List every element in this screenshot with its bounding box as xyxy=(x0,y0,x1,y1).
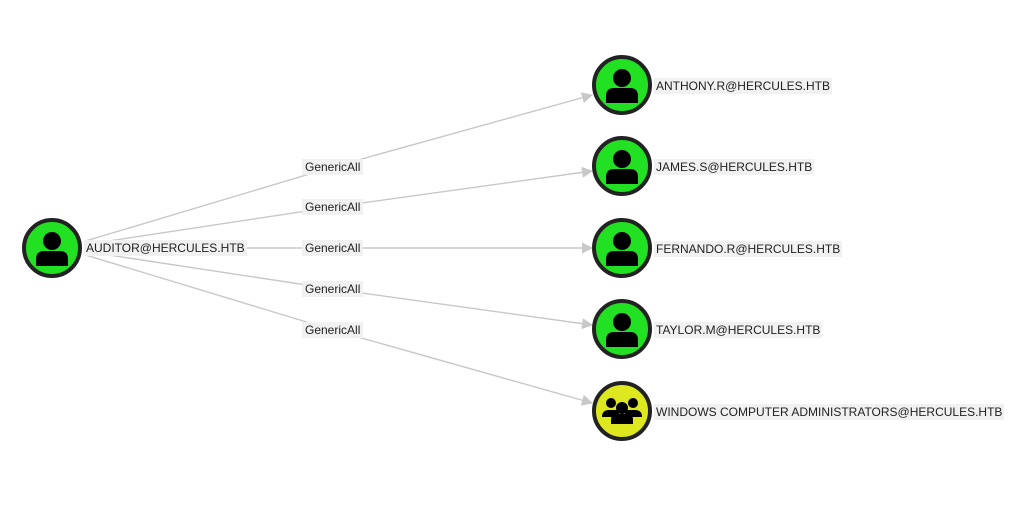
node-label-taylor: TAYLOR.M@HERCULES.HTB xyxy=(654,322,823,338)
edge-wca-b[interactable] xyxy=(332,329,594,406)
node-label-wca: WINDOWS COMPUTER ADMINISTRATORS@HERCULES… xyxy=(654,404,1005,420)
user-icon xyxy=(36,232,68,266)
user-icon xyxy=(606,313,638,347)
user-icon xyxy=(606,232,638,266)
edge-label-fernando: GenericAll xyxy=(302,240,364,256)
edge-james-a[interactable] xyxy=(83,206,334,246)
node-james[interactable] xyxy=(592,136,652,196)
edge-anthony-a[interactable] xyxy=(83,166,334,243)
node-taylor[interactable] xyxy=(592,299,652,359)
edge-label-wca: GenericAll xyxy=(302,322,364,338)
edge-label-anthony: GenericAll xyxy=(302,159,364,175)
edge-wca-a[interactable] xyxy=(83,253,334,331)
node-label-james: JAMES.S@HERCULES.HTB xyxy=(654,159,815,175)
edge-label-taylor: GenericAll xyxy=(302,281,364,297)
node-label-fernando: FERNANDO.R@HERCULES.HTB xyxy=(654,241,843,257)
edge-taylor-a[interactable] xyxy=(83,250,334,290)
edge-taylor-b[interactable] xyxy=(332,288,594,330)
node-label-anthony: ANTHONY.R@HERCULES.HTB xyxy=(654,78,832,94)
edge-james-b[interactable] xyxy=(332,166,594,208)
node-wca[interactable] xyxy=(592,381,652,441)
user-icon xyxy=(606,69,638,103)
node-label-auditor: AUDITOR@HERCULES.HTB xyxy=(84,240,247,256)
node-auditor[interactable] xyxy=(22,218,82,278)
node-fernando[interactable] xyxy=(592,218,652,278)
user-icon xyxy=(606,150,638,184)
edge-anthony-b[interactable] xyxy=(332,92,594,168)
nodes-layer xyxy=(22,55,652,441)
group-icon xyxy=(602,398,642,424)
edge-label-james: GenericAll xyxy=(302,199,364,215)
node-anthony[interactable] xyxy=(592,55,652,115)
